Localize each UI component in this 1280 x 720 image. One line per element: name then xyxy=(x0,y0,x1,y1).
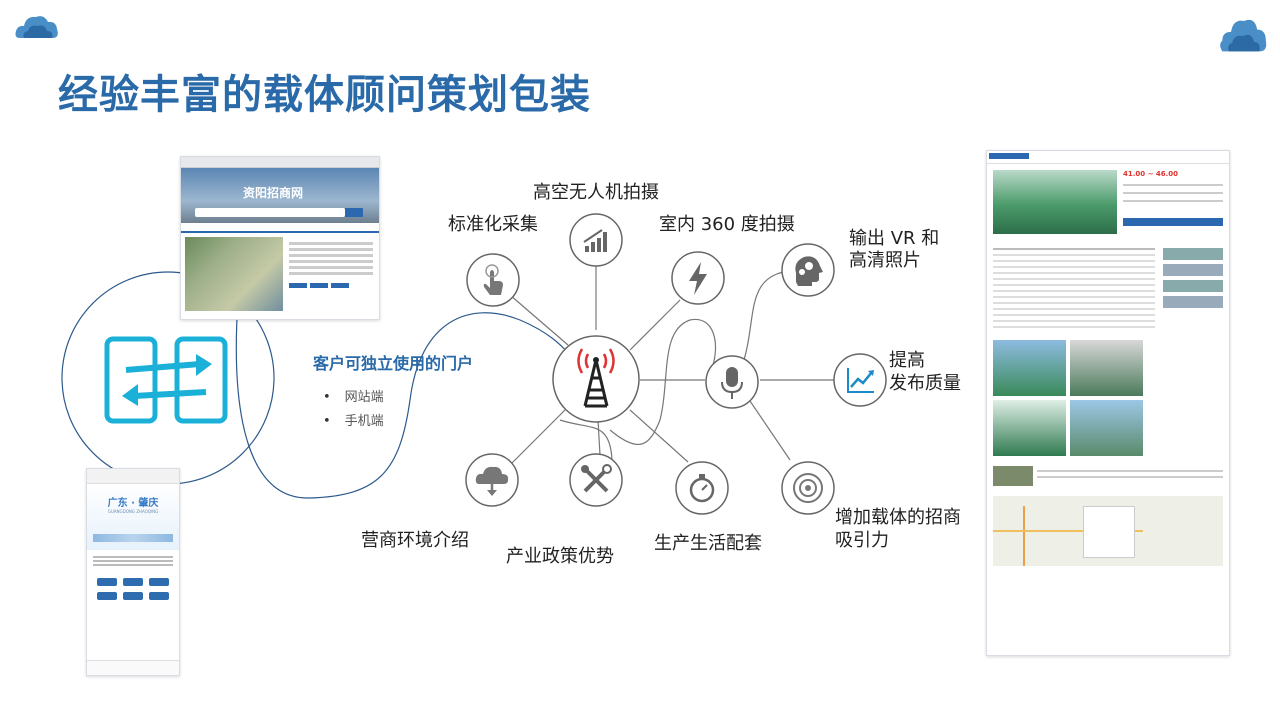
label-policy: 产业政策优势 xyxy=(506,546,614,567)
drone-chart-icon xyxy=(569,213,623,267)
listing-main-photo xyxy=(993,170,1117,234)
touch-hand-icon xyxy=(466,253,520,307)
website-banner: 资阳招商网 xyxy=(181,168,379,223)
portal-title: 客户可独立使用的门户 xyxy=(313,354,474,373)
slide-title: 经验丰富的载体顾问策划包装 xyxy=(58,72,591,118)
cloud-download-icon xyxy=(465,453,519,507)
mobile-screenshot: 广东 · 肇庆 GUANGDONG ZHAOQING xyxy=(86,468,180,676)
label-business: 营商环境介绍 xyxy=(361,530,469,551)
listing-photo xyxy=(1070,400,1143,456)
listing-photo xyxy=(993,400,1066,456)
exchange-arrows-icon xyxy=(104,336,228,424)
brain-gears-icon xyxy=(781,243,835,297)
label-indoor360: 室内 360 度拍摄 xyxy=(659,214,795,235)
listing-photo xyxy=(993,340,1066,396)
microphone-icon xyxy=(705,355,759,409)
website-screenshot: 资阳招商网 xyxy=(180,156,380,320)
listing-photo xyxy=(1070,340,1143,396)
label-standard: 标准化采集 xyxy=(448,214,538,235)
growth-chart-icon xyxy=(833,353,887,407)
listing-price: 41.00 ~ 46.00 xyxy=(1123,170,1179,178)
website-aerial-photo xyxy=(185,237,283,311)
label-living: 生产生活配套 xyxy=(654,533,762,554)
label-vr-line2: 高清照片 xyxy=(849,250,921,271)
label-drone: 高空无人机拍摄 xyxy=(533,182,659,203)
label-attract-line1: 增加载体的招商 xyxy=(835,507,961,528)
label-quality-line2: 发布质量 xyxy=(889,373,961,394)
cloud-decoration-icon xyxy=(1220,19,1267,52)
label-vr-line1: 输出 VR 和 xyxy=(849,228,940,249)
listing-map xyxy=(993,496,1223,566)
target-icon xyxy=(781,461,835,515)
portal-item-website: 网站端 xyxy=(323,386,384,405)
mobile-title: 广东 · 肇庆 xyxy=(107,498,159,509)
cloud-decoration-icon xyxy=(15,16,58,38)
label-attract-line2: 吸引力 xyxy=(835,530,889,551)
lightning-icon xyxy=(671,251,725,305)
mobile-subtitle: GUANGDONG ZHAOQING xyxy=(107,509,159,514)
stopwatch-icon xyxy=(675,461,729,515)
tools-icon xyxy=(569,453,623,507)
antenna-tower-icon xyxy=(552,335,640,423)
website-site-name: 资阳招商网 xyxy=(243,186,304,200)
portal-item-mobile: 手机端 xyxy=(323,410,384,429)
listing-screenshot: 41.00 ~ 46.00 xyxy=(986,150,1230,656)
label-quality-line1: 提高 xyxy=(889,350,925,371)
